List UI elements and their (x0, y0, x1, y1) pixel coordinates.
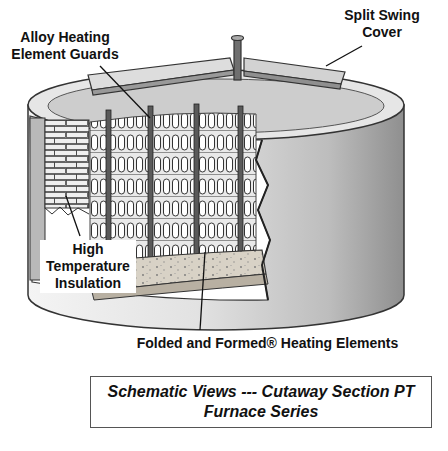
furnace-shell (28, 105, 404, 330)
caption-box: Schematic Views --- Cutaway Section PT F… (90, 376, 432, 428)
insulation-bricks (45, 120, 89, 208)
part-label: Folded and Formed® Heating Elements (100, 334, 435, 353)
part-label: Alloy Heating Element Guards (6, 28, 124, 64)
part-label: High Temperature Insulation (40, 240, 136, 293)
insulation-torn-edge (45, 207, 89, 215)
cutaway-torn-edge (256, 140, 270, 300)
caption: Schematic Views --- Cutaway Section PT F… (99, 382, 423, 422)
part-label: Split Swing Cover (332, 6, 432, 42)
element-guards (106, 104, 243, 262)
split-swing-cover (88, 36, 345, 96)
